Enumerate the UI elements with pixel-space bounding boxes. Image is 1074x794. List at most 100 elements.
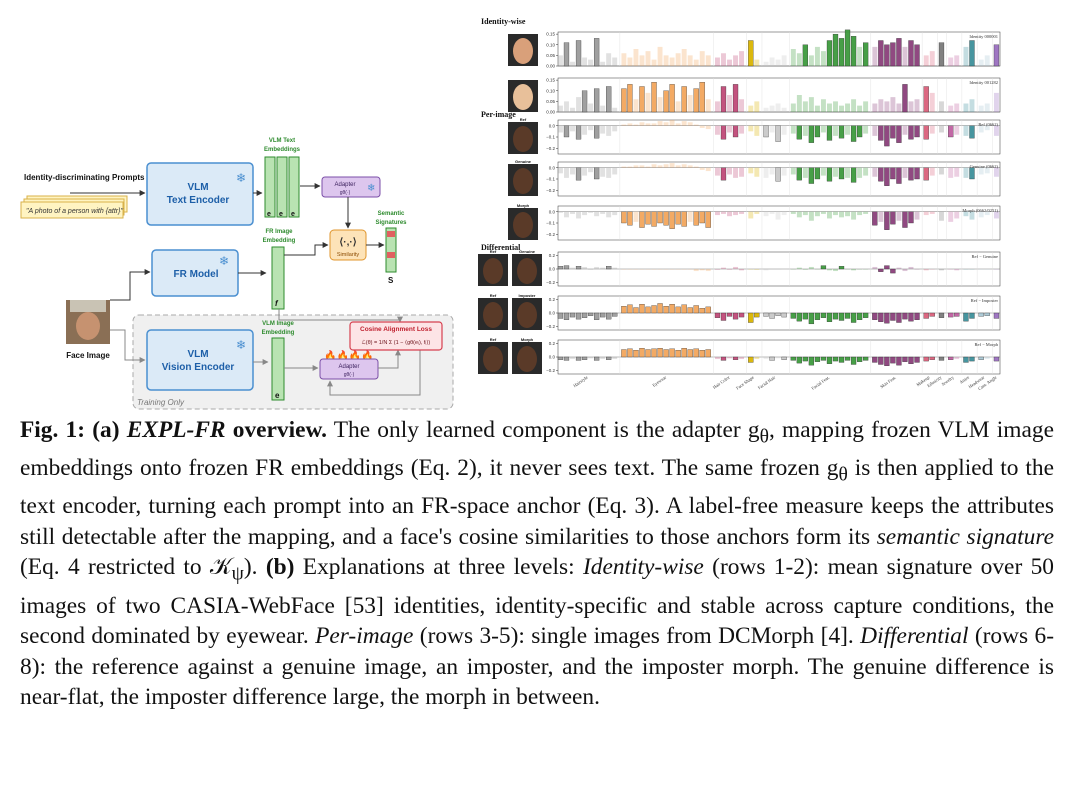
bar-facial-hair xyxy=(769,312,775,319)
bar-hairstyle xyxy=(588,125,594,131)
bar-facial-feat- xyxy=(820,356,827,361)
bar-hair-color xyxy=(715,211,720,216)
bar-eyewear xyxy=(651,59,657,67)
row-label: Ref − Genuine xyxy=(971,254,998,259)
bar-facial-feat- xyxy=(826,167,833,182)
sem-sig-bar xyxy=(385,227,397,273)
bar-facial-feat- xyxy=(790,125,796,134)
bar-hairstyle xyxy=(557,312,564,319)
bar-hairstyle xyxy=(612,312,618,317)
bar-facial-hair xyxy=(775,312,781,316)
bar-facial-feat- xyxy=(856,356,863,362)
bar-eyewear xyxy=(633,124,639,126)
bar-cam-angle xyxy=(993,92,999,113)
bar-headwear xyxy=(978,59,984,67)
bar-jewelry xyxy=(948,312,954,318)
bar-eyewear xyxy=(687,307,693,314)
bar-skin-feat- xyxy=(884,44,890,67)
bar-facial-feat- xyxy=(850,167,857,183)
bar-facial-feat- xyxy=(838,266,845,270)
bar-facial-feat- xyxy=(808,266,814,269)
bar-hairstyle xyxy=(575,356,582,361)
y-tick-label: −0.2 xyxy=(546,188,555,193)
bar-ethnicity xyxy=(939,125,944,133)
bar-hairstyle xyxy=(600,357,606,360)
bar-skin-feat- xyxy=(914,44,920,67)
bar-facial-feat- xyxy=(790,167,796,175)
category-label: Hair Color xyxy=(712,374,731,389)
bar-skin-feat- xyxy=(896,125,902,143)
bar-makeup xyxy=(929,356,935,360)
caption-sub-theta-1: θ xyxy=(759,426,769,448)
y-tick-label: −0.1 xyxy=(546,177,555,182)
y-tick-label: −0.2 xyxy=(546,146,555,151)
bar-eyewear xyxy=(621,88,627,113)
bar-hairstyle xyxy=(570,167,575,175)
caption-text-1b: , mapping frozen VLM image embeddings on… xyxy=(20,417,1054,482)
bar-facial-feat- xyxy=(820,99,826,112)
adapter-top-label: Adapter xyxy=(334,182,355,188)
bar-hair-color xyxy=(715,101,720,113)
bar-eyewear xyxy=(675,306,681,314)
face-to-fr-arrow xyxy=(110,269,151,301)
bar-facial-hair xyxy=(763,107,769,112)
face-photo-skin xyxy=(76,312,100,340)
group-label: Identity-wise xyxy=(481,17,526,26)
face-thumbnail-skin xyxy=(513,212,533,238)
bar-hair-color xyxy=(739,167,745,177)
bar-face-shape xyxy=(748,312,754,323)
bar-eyewear xyxy=(645,166,651,168)
bar-eyewear xyxy=(633,211,639,222)
bar-eyewear xyxy=(621,124,627,126)
fr-emb-to-similarity-arrow xyxy=(284,242,329,256)
bar-hairstyle xyxy=(569,312,576,318)
bar-facial-feat- xyxy=(833,125,838,136)
bar-facial-feat- xyxy=(863,125,869,134)
bar-hairstyle xyxy=(575,125,582,140)
bar-facial-hair xyxy=(763,61,769,66)
vision-encoder-line2: Vision Encoder xyxy=(162,362,235,373)
row-label: Identity 000001 xyxy=(969,34,998,39)
bar-makeup xyxy=(923,211,929,216)
bar-eyewear xyxy=(693,305,699,314)
bar-eyewear xyxy=(699,211,705,224)
fr-emb-bar xyxy=(271,246,285,310)
bar-eyewear xyxy=(681,211,687,227)
bar-hair-color xyxy=(715,57,720,66)
bar-hairstyle xyxy=(558,55,563,67)
bar-eyewear xyxy=(681,304,687,314)
bar-eyewear xyxy=(669,120,675,126)
bar-jewelry xyxy=(954,269,960,271)
bar-face-shape xyxy=(754,269,760,270)
text-emb-bar-2 xyxy=(276,156,288,218)
bar-hairstyle xyxy=(570,211,575,214)
bar-eyewear xyxy=(651,164,657,168)
bar-facial-hair xyxy=(775,103,781,112)
bar-hairstyle xyxy=(612,107,618,112)
bar-eyewear xyxy=(663,306,669,314)
bar-facial-feat- xyxy=(814,211,820,217)
bar-eyewear xyxy=(693,59,699,67)
bar-facial-feat- xyxy=(808,55,814,67)
y-tick-label: 0.0 xyxy=(549,355,556,360)
bar-eyewear xyxy=(663,164,669,168)
bar-facial-hair xyxy=(769,167,775,175)
bar-eyewear xyxy=(693,269,699,272)
bar-skin-feat- xyxy=(884,167,890,186)
bar-eyewear xyxy=(627,57,633,66)
bar-hair-color xyxy=(733,167,739,178)
bar-eyewear xyxy=(657,303,663,314)
bar-facial-feat- xyxy=(857,105,863,113)
bar-facial-feat- xyxy=(814,105,820,113)
loss-backprop-arrow xyxy=(327,350,421,396)
bar-hair-color xyxy=(721,267,726,269)
face-image-label: Face Image xyxy=(66,351,110,360)
text-emb-title-1: VLM Text xyxy=(269,138,295,144)
bar-eyewear xyxy=(621,306,627,314)
bar-eyewear xyxy=(645,123,651,126)
bar-hairstyle xyxy=(600,211,606,214)
bar-facial-feat- xyxy=(796,53,802,66)
bar-facial-feat- xyxy=(845,167,851,178)
bar-facial-hair xyxy=(769,125,775,133)
row-label: Morph (0662/0251) xyxy=(962,208,998,213)
